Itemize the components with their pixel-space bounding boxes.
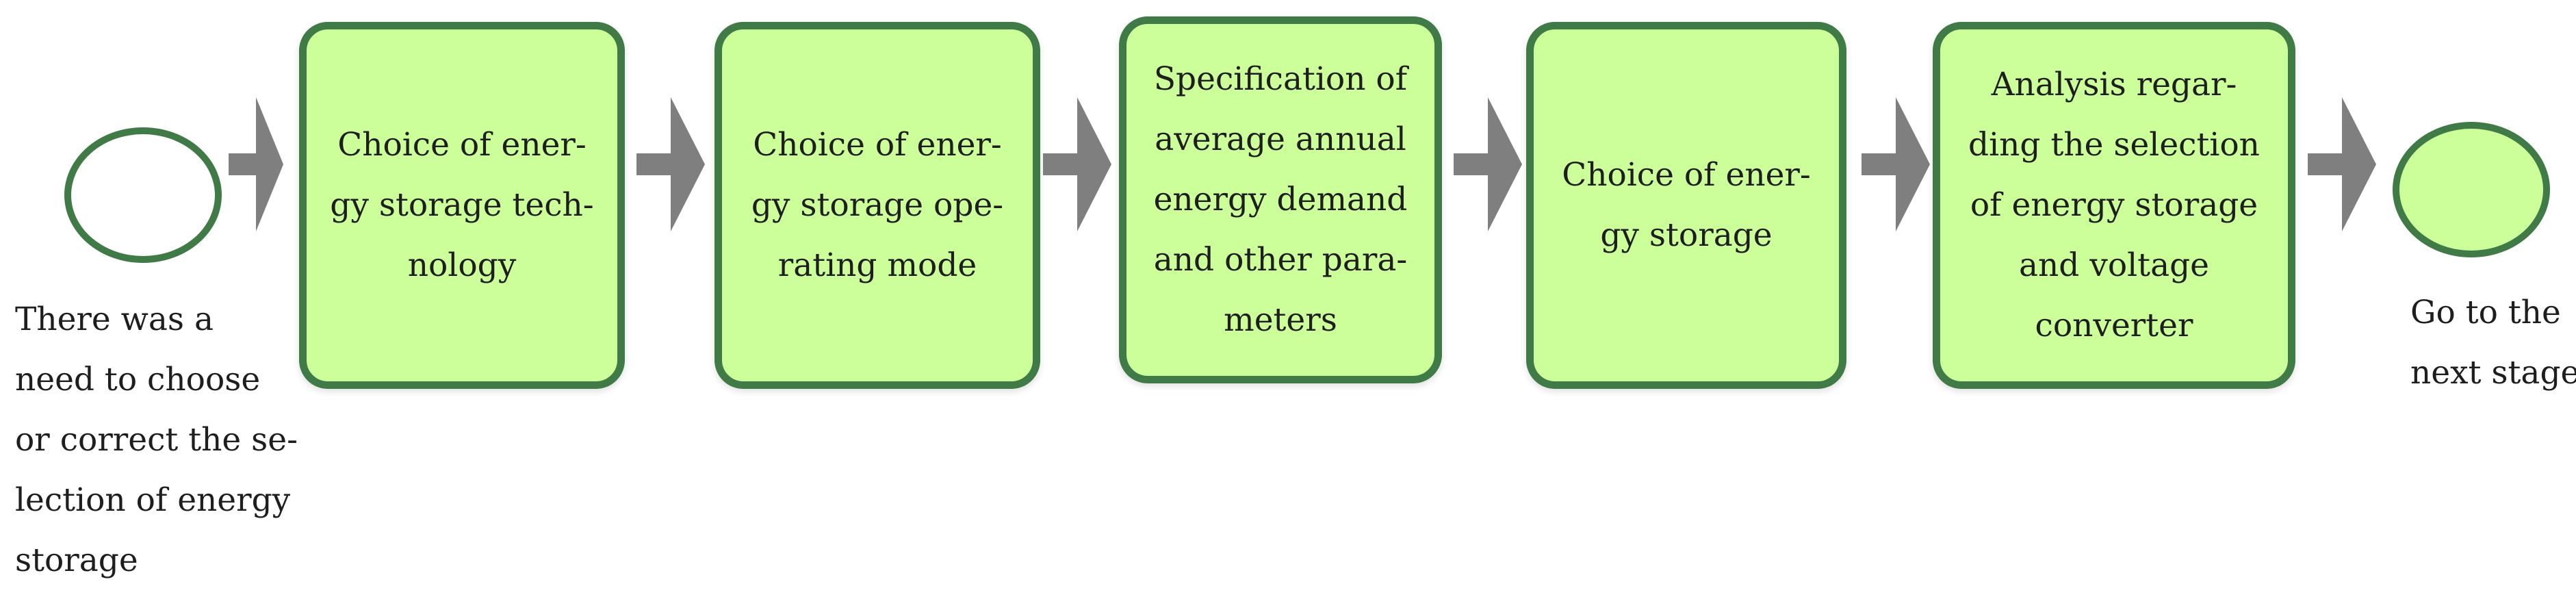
process-step-specification: Specification of average annual energy d…: [1119, 16, 1442, 383]
step-text-line: converter: [2035, 307, 2193, 344]
step-text-line: nology: [407, 246, 517, 284]
step-text-line: rating mode: [777, 246, 977, 284]
step-text-line: and voltage: [2018, 246, 2209, 284]
caption-line: need to choose: [15, 361, 261, 398]
flow-arrow-icon: [229, 97, 283, 231]
step-text-line: energy demand: [1153, 181, 1408, 218]
flow-arrow-icon: [636, 97, 705, 231]
caption-line: storage: [15, 542, 138, 579]
step-text-line: Specification of: [1153, 60, 1408, 98]
step-text-line: Choice of ener-: [753, 126, 1002, 164]
flow-arrow-icon: [1862, 97, 1930, 231]
flow-arrow-icon: [1043, 97, 1111, 231]
step-text-line: of energy storage: [1970, 186, 2258, 224]
step-text-line: ding the selection: [1968, 126, 2260, 164]
start-event-caption: There was a need to choose or correct th…: [15, 290, 298, 591]
end-event-circle: [2393, 122, 2550, 257]
caption-line: There was a: [15, 301, 214, 338]
step-text-line: meters: [1224, 301, 1337, 339]
process-step-analysis: Analysis regar- ding the selection of en…: [1933, 22, 2295, 389]
step-text-line: and other para-: [1153, 241, 1408, 279]
flow-arrow-icon: [2308, 97, 2376, 231]
step-text-line: gy storage ope-: [751, 186, 1004, 224]
step-text-line: average annual: [1155, 120, 1406, 158]
caption-line: Go to the: [2410, 294, 2561, 331]
flow-arrow-icon: [1454, 97, 1522, 231]
process-step-operating-mode: Choice of ener- gy storage ope- rating m…: [714, 22, 1040, 389]
step-text-line: gy storage tech-: [330, 186, 594, 224]
step-text-line: gy storage: [1600, 216, 1773, 254]
step-text-line: Analysis regar-: [1991, 66, 2237, 103]
caption-line: or correct the se-: [15, 421, 298, 459]
caption-line: lection of energy: [15, 481, 291, 519]
start-event-circle: [64, 127, 222, 263]
step-text-line: Choice of ener-: [1562, 156, 1811, 194]
process-step-choice-of-storage: Choice of ener- gy storage: [1526, 22, 1846, 389]
step-text-line: Choice of ener-: [337, 126, 587, 164]
process-step-technology: Choice of ener- gy storage tech- nology: [299, 22, 625, 389]
caption-line: next stage: [2410, 354, 2576, 392]
end-event-caption: Go to the next stage: [2410, 283, 2576, 403]
